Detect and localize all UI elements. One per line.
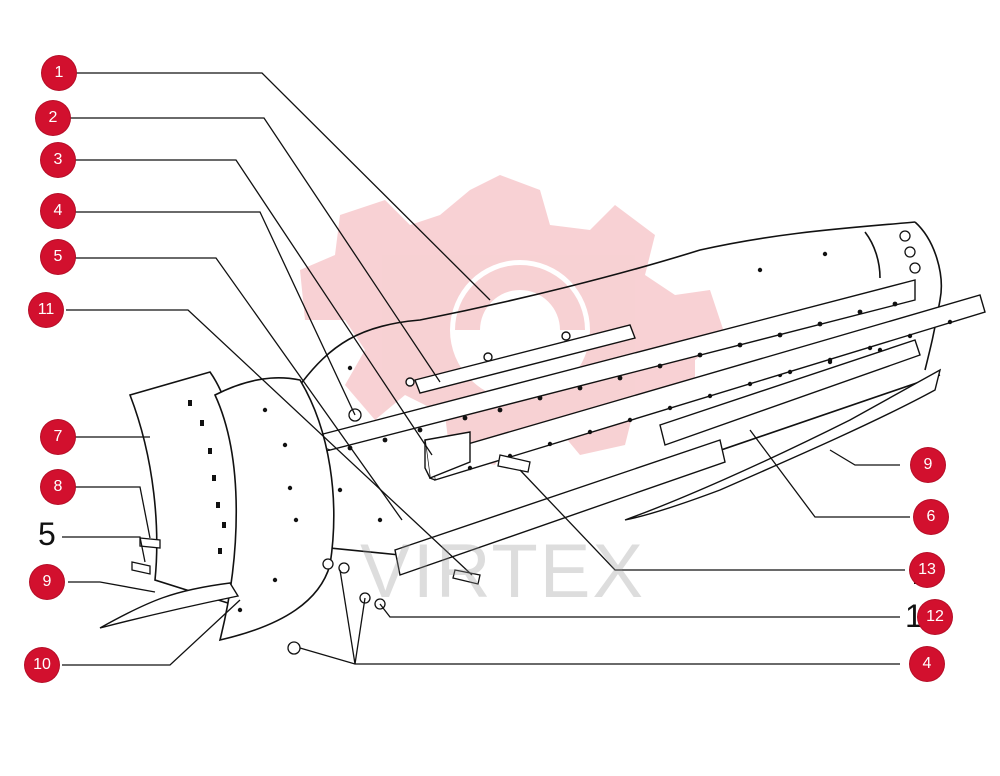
- callout-8: 8: [41, 470, 75, 504]
- callout-11: 11: [29, 293, 63, 327]
- callout-12: 12: [918, 600, 952, 634]
- rubber-strip: [624, 368, 942, 521]
- watermark-gear-logo: [300, 175, 725, 465]
- callout-5: 5: [41, 240, 75, 274]
- left-blade: [99, 582, 240, 629]
- callout-4: 4: [41, 194, 75, 228]
- callout-2: 2: [36, 101, 70, 135]
- watermark-text: VIRTEX: [360, 529, 646, 614]
- end-plates: [128, 371, 335, 642]
- callout-1: 1: [42, 56, 76, 90]
- callout-9-left: 9: [30, 565, 64, 599]
- leader-lines: [62, 72, 910, 666]
- callout-10: 10: [25, 648, 59, 682]
- fasteners: [131, 230, 921, 655]
- callout-9-right: 9: [911, 448, 945, 482]
- top-rail: [405, 324, 636, 394]
- end-bracket: [424, 431, 471, 479]
- wear-strip: [659, 339, 921, 446]
- callout-13: 13: [910, 553, 944, 587]
- lower-bar: [394, 439, 726, 576]
- callout-7: 7: [41, 420, 75, 454]
- end-plate-slots: [188, 400, 299, 613]
- callout-6: 6: [914, 500, 948, 534]
- callout-4-bottom: 4: [910, 647, 944, 681]
- stray-label-5: 5: [38, 516, 56, 552]
- callout-3: 3: [41, 143, 75, 177]
